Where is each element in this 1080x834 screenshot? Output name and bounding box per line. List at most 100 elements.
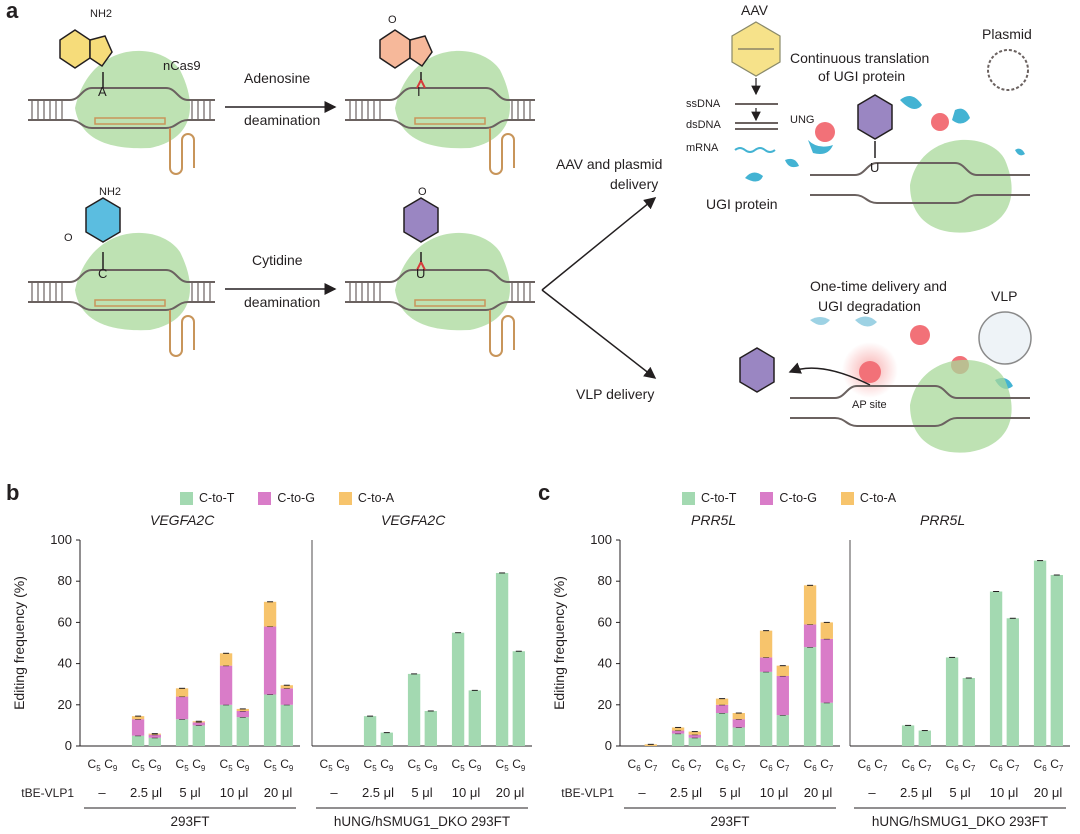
bar-segment-c-to-g bbox=[803, 624, 817, 648]
panel-letter-a: a bbox=[6, 0, 19, 23]
bar-segment-c-to-t bbox=[451, 632, 465, 746]
bar-segment-c-to-t bbox=[512, 651, 525, 746]
bar-segment-c-to-g bbox=[671, 730, 685, 734]
bar-segment-c-to-t bbox=[671, 733, 685, 746]
dsdna-label: dsDNA bbox=[686, 119, 721, 131]
ap-site-label: AP site bbox=[852, 399, 887, 411]
aav-capsid-icon bbox=[731, 21, 781, 182]
site-label: C5 bbox=[452, 757, 466, 773]
site-label: C7 bbox=[644, 757, 658, 773]
bar-segment-c-to-a bbox=[263, 601, 277, 627]
y-tick-label: 20 bbox=[598, 697, 612, 712]
group-label: 5 μl bbox=[179, 785, 200, 800]
site-label: C6 bbox=[902, 757, 916, 773]
y-tick-label: 0 bbox=[605, 738, 612, 753]
bar-segment-c-to-a bbox=[715, 698, 729, 705]
bar-segment-c-to-a bbox=[131, 716, 145, 720]
group-label: – bbox=[98, 785, 106, 800]
legend-label: C-to-G bbox=[779, 491, 817, 505]
site-label: C9 bbox=[280, 757, 294, 773]
bar-segment-c-to-g bbox=[131, 719, 145, 736]
site-label: C6 bbox=[858, 757, 872, 773]
legend-item-ct: C-to-T bbox=[180, 491, 234, 505]
vlp-section bbox=[739, 311, 1032, 453]
bar-segment-c-to-a bbox=[759, 630, 773, 658]
y-axis-label: Editing frequency (%) bbox=[11, 576, 27, 710]
site-label: C7 bbox=[918, 757, 932, 773]
y-tick-label: 80 bbox=[58, 573, 72, 588]
cell-line-label: 293FT bbox=[170, 814, 209, 829]
group-label: 5 μl bbox=[719, 785, 740, 800]
dna-complex-adenine bbox=[28, 29, 215, 175]
group-axis-label: tBE-VLP1 bbox=[561, 786, 614, 800]
legend-item-ca: C-to-A bbox=[338, 491, 394, 505]
bar-segment-c-to-g bbox=[263, 626, 277, 695]
group-label: 20 μl bbox=[1034, 785, 1063, 800]
bar-segment-c-to-a bbox=[280, 685, 293, 689]
panel-letter-c: c bbox=[538, 480, 551, 505]
dna-complex-cytosine bbox=[28, 197, 215, 357]
aav-plasmid-label-2: delivery bbox=[610, 176, 659, 192]
onetime-label-1: One-time delivery and bbox=[810, 278, 947, 294]
site-label: C5 bbox=[408, 757, 422, 773]
group-label: 2.5 μl bbox=[130, 785, 162, 800]
bar-segment-c-to-t bbox=[280, 704, 293, 746]
bar-segment-c-to-t bbox=[989, 591, 1003, 746]
base-label-a: A bbox=[98, 84, 107, 99]
bar-segment-c-to-t bbox=[148, 737, 161, 746]
bar-segment-c-to-g bbox=[148, 734, 161, 738]
onetime-label-2: UGI degradation bbox=[818, 298, 921, 314]
chart-title-b-left: VEGFA2C bbox=[150, 512, 215, 528]
plasmid-label: Plasmid bbox=[982, 26, 1032, 42]
group-label: 2.5 μl bbox=[670, 785, 702, 800]
site-label: C7 bbox=[1006, 757, 1020, 773]
legend-swatch bbox=[682, 491, 695, 505]
bar-segment-c-to-g bbox=[219, 665, 233, 705]
legend-label: C-to-T bbox=[199, 491, 235, 505]
group-label: 2.5 μl bbox=[900, 785, 932, 800]
base-label-i: I bbox=[417, 84, 421, 99]
bar-segment-c-to-t bbox=[495, 572, 509, 746]
legend-item-ct: C-to-T bbox=[682, 491, 736, 505]
group-label: 10 μl bbox=[452, 785, 481, 800]
bar-segment-c-to-t bbox=[380, 732, 393, 746]
site-label: C5 bbox=[364, 757, 378, 773]
bar-segment-c-to-a bbox=[688, 731, 701, 735]
ssdna-label: ssDNA bbox=[686, 98, 721, 110]
bar-segment-c-to-t bbox=[219, 704, 233, 746]
legend-swatch bbox=[760, 491, 774, 505]
bar-segment-c-to-a bbox=[732, 713, 745, 720]
vlp-label: VLP bbox=[991, 288, 1018, 304]
group-label: 20 μl bbox=[264, 785, 293, 800]
bar-segment-c-to-a bbox=[148, 733, 161, 735]
site-label: C5 bbox=[88, 757, 102, 773]
legend-item-ca: C-to-A bbox=[840, 491, 896, 505]
site-label: C5 bbox=[496, 757, 510, 773]
delivery-fork bbox=[541, 197, 657, 379]
bar-segment-c-to-g bbox=[715, 704, 729, 714]
bar-segment-c-to-g bbox=[776, 675, 789, 716]
cell-line-label: hUNG/hSMUG1_DKO 293FT bbox=[872, 814, 1048, 829]
bar-segment-c-to-g bbox=[236, 710, 249, 718]
cytidine-label-bottom: deamination bbox=[244, 294, 321, 310]
ugi-protein-label: UGI protein bbox=[706, 196, 778, 212]
bar-segment-c-to-t bbox=[803, 647, 817, 746]
aav-plasmid-label-1: AAV and plasmid bbox=[556, 156, 663, 172]
site-label: C9 bbox=[468, 757, 482, 773]
site-label: C9 bbox=[380, 757, 394, 773]
site-label: C9 bbox=[192, 757, 206, 773]
group-label: – bbox=[868, 785, 876, 800]
bar-segment-c-to-t bbox=[1033, 560, 1047, 746]
bar-segment-c-to-a bbox=[820, 622, 833, 639]
site-label: C7 bbox=[962, 757, 976, 773]
site-label: C6 bbox=[804, 757, 818, 773]
continuous-label-2: of UGI protein bbox=[818, 68, 906, 84]
continuous-label-1: Continuous translation bbox=[790, 50, 930, 66]
legend-swatch bbox=[338, 491, 352, 505]
group-label: 20 μl bbox=[496, 785, 525, 800]
chart-title-b-right: VEGFA2C bbox=[381, 512, 446, 528]
bar-segment-c-to-t bbox=[901, 725, 915, 746]
y-tick-label: 60 bbox=[58, 614, 72, 629]
vlp-delivery-label: VLP delivery bbox=[576, 386, 655, 402]
site-label: C6 bbox=[672, 757, 686, 773]
